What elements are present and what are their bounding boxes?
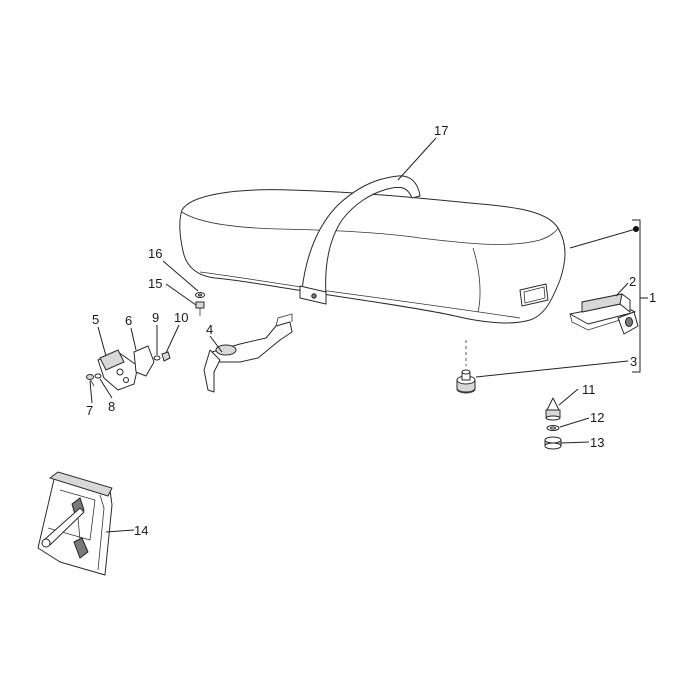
pin-11 [545, 397, 561, 421]
screw-15 [195, 301, 205, 316]
washer-9 [153, 355, 161, 361]
seat [179, 189, 566, 324]
lock-mechanism [97, 349, 139, 391]
washer-8 [94, 373, 102, 379]
callout-9: 9 [152, 310, 159, 325]
hinge-bracket [203, 313, 293, 393]
callout-6: 6 [125, 313, 132, 328]
callout-17: 17 [434, 123, 448, 138]
callout-2: 2 [629, 274, 636, 289]
seat-strap [299, 175, 421, 305]
washer-12 [546, 425, 560, 431]
callout-16: 16 [148, 246, 162, 261]
callout-5: 5 [92, 312, 99, 327]
callout-1: 1 [649, 290, 656, 305]
callout-11: 11 [582, 382, 596, 397]
callout-3: 3 [630, 354, 637, 369]
callout-14: 14 [134, 523, 148, 538]
callout-13: 13 [590, 435, 604, 450]
cover-plate [133, 345, 155, 377]
callout-12: 12 [590, 410, 604, 425]
washer-16 [195, 292, 205, 298]
callout-7: 7 [86, 403, 93, 418]
nut-10 [161, 351, 171, 362]
callout-labels: 17 1 2 3 4 5 6 7 8 9 10 11 12 13 14 15 1… [86, 123, 656, 538]
rubber-stop [456, 369, 476, 394]
callout-10: 10 [174, 310, 188, 325]
callout-15: 15 [148, 276, 162, 291]
seat-latch [569, 293, 639, 335]
screw-7 [86, 374, 95, 387]
callout-8: 8 [108, 399, 115, 414]
tool-kit-bag [37, 471, 113, 576]
callout-4: 4 [206, 322, 213, 337]
leader-lines [89, 137, 648, 533]
cap-13 [544, 436, 562, 450]
